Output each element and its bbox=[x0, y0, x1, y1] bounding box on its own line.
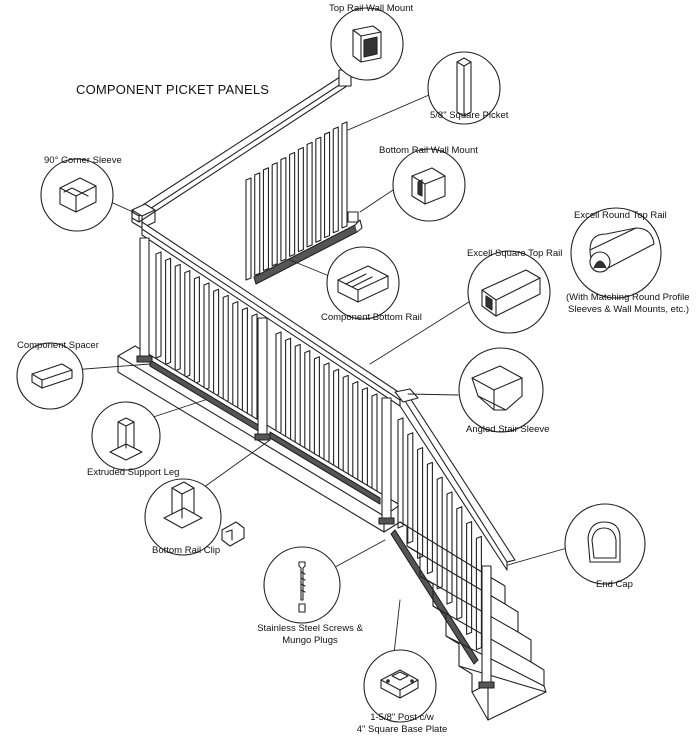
picket bbox=[397, 417, 404, 529]
picket bbox=[342, 374, 349, 480]
picket bbox=[333, 368, 340, 473]
picket bbox=[323, 362, 330, 467]
callout-extruded-support-leg bbox=[91, 401, 161, 471]
picket bbox=[294, 343, 301, 448]
picket bbox=[315, 136, 322, 243]
callout-square-top-rail bbox=[467, 250, 551, 334]
picket bbox=[456, 506, 463, 620]
picket bbox=[341, 121, 348, 229]
picket bbox=[466, 521, 473, 635]
post-base-plate bbox=[136, 355, 153, 363]
posts bbox=[136, 237, 395, 525]
picket bbox=[313, 356, 320, 461]
picket bbox=[184, 270, 191, 378]
label-angled-stair-sleeve: Angled Stair Sleeve bbox=[466, 424, 550, 435]
picket bbox=[174, 263, 181, 372]
label-top-rail-wall-mount: Top Rail Wall Mount bbox=[329, 3, 414, 14]
label-extruded-support-leg: Extruded Support Leg bbox=[87, 467, 180, 478]
callout-component-spacer bbox=[16, 342, 84, 410]
callout-end-cap bbox=[564, 503, 646, 585]
picket bbox=[232, 301, 239, 410]
stair-pickets bbox=[397, 417, 482, 651]
post-base-plate bbox=[254, 433, 271, 441]
callout-bottom-rail-wall-mount bbox=[392, 148, 466, 222]
picket bbox=[446, 491, 453, 605]
picket bbox=[165, 257, 172, 365]
callout-angled-stair-sleeve bbox=[458, 347, 544, 433]
upper-bottom-rail bbox=[253, 211, 363, 285]
picket bbox=[323, 131, 331, 239]
label-component-bottom-rail: Component Bottom Rail bbox=[321, 312, 422, 323]
label-bottom-rail-wall-mount: Bottom Rail Wall Mount bbox=[379, 145, 478, 156]
label-round-top-rail-note-2: Sleeves & Wall Mounts, etc.) bbox=[568, 304, 690, 315]
picket bbox=[304, 350, 311, 454]
label-post-line-2: 4" Square Base Plate bbox=[356, 724, 448, 735]
upper-pickets bbox=[245, 121, 348, 281]
label-corner-sleeve: 90° Corner Sleeve bbox=[44, 155, 122, 166]
label-round-top-rail-note-1: (With Matching Round Profile bbox=[566, 292, 690, 303]
end-post bbox=[478, 565, 495, 689]
picket bbox=[155, 251, 162, 359]
picket bbox=[213, 288, 220, 397]
stair-top-rail bbox=[394, 388, 516, 571]
picket bbox=[280, 157, 287, 262]
upper-top-rail bbox=[131, 69, 352, 223]
callout-round-top-rail bbox=[570, 207, 662, 299]
picket bbox=[275, 331, 282, 435]
post bbox=[381, 397, 392, 523]
picket bbox=[436, 476, 443, 590]
label-square-top-rail: Excell Square Top Rail bbox=[467, 248, 563, 259]
post-base-plate bbox=[378, 517, 395, 525]
diagram-title: COMPONENT PICKET PANELS bbox=[76, 82, 270, 97]
callout-component-bottom-rail bbox=[326, 246, 400, 320]
picket bbox=[285, 337, 292, 441]
label-bottom-rail-clip: Bottom Rail Clip bbox=[152, 545, 221, 556]
label-square-picket: 5/8" Square Picket bbox=[430, 110, 509, 121]
picket bbox=[352, 381, 359, 486]
picket bbox=[426, 461, 433, 575]
picket bbox=[245, 177, 252, 281]
label-end-cap: End Cap bbox=[596, 579, 633, 590]
picket bbox=[251, 313, 258, 423]
label-screws-line-1: Stainless Steel Screws & bbox=[257, 623, 363, 634]
stairs bbox=[383, 521, 547, 721]
label-round-top-rail: Excell Round Top Rail bbox=[574, 210, 667, 221]
callout-post-base-plate bbox=[363, 649, 437, 723]
callout-bottom-rail-clip bbox=[144, 478, 245, 556]
picket bbox=[297, 146, 304, 253]
picket bbox=[407, 432, 414, 544]
picket bbox=[332, 126, 339, 234]
picket bbox=[193, 276, 200, 385]
callout-square-picket bbox=[427, 51, 501, 125]
post bbox=[139, 237, 150, 361]
label-component-spacer: Component Spacer bbox=[17, 340, 99, 351]
picket bbox=[271, 162, 278, 267]
picket bbox=[475, 535, 482, 651]
picket bbox=[203, 282, 210, 391]
callout-screws bbox=[263, 546, 341, 624]
picket bbox=[361, 387, 368, 493]
picket bbox=[222, 294, 229, 404]
stair-bottom-rail bbox=[390, 529, 479, 665]
picket bbox=[262, 167, 270, 272]
picket bbox=[241, 307, 248, 417]
picket bbox=[289, 151, 296, 257]
picket bbox=[254, 172, 261, 276]
label-screws-line-2: Mungo Plugs bbox=[282, 635, 338, 646]
callout-top-rail-wall-mount bbox=[330, 7, 404, 81]
callout-corner-sleeve bbox=[40, 158, 114, 232]
picket bbox=[371, 393, 378, 499]
picket bbox=[306, 141, 313, 248]
lower-pickets bbox=[155, 251, 378, 499]
post bbox=[257, 317, 268, 439]
label-post-line-1: 1-5/8" Post c/w bbox=[370, 712, 434, 723]
picket bbox=[417, 447, 424, 559]
